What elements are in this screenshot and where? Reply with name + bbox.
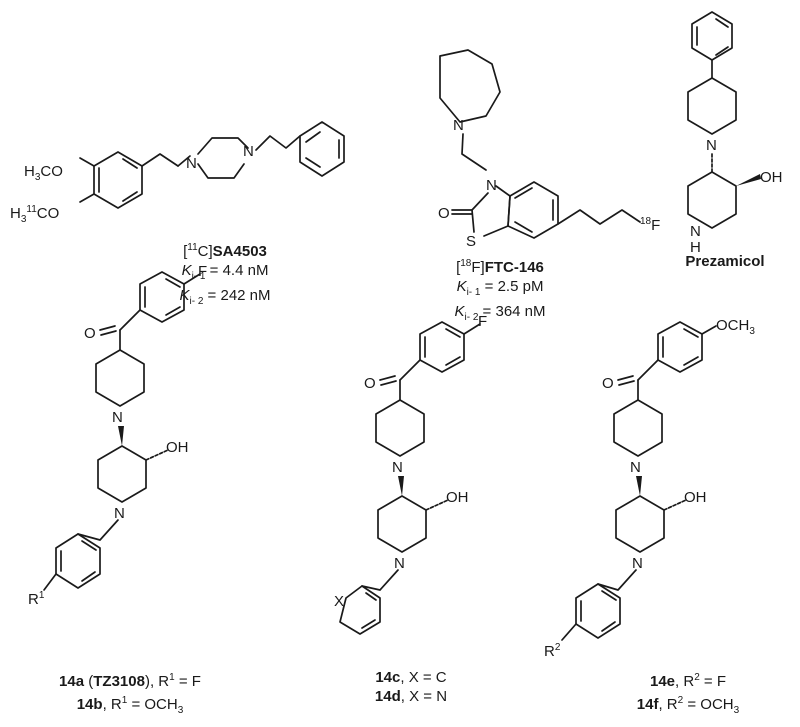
c14f-line: 14f, R2 = OCH3 [598, 691, 778, 720]
ftc146-structure: N N O S 18F [438, 50, 660, 250]
caption-14cd: 14c, X = C 14d, X = N [346, 668, 476, 706]
caption-prezamicol: Prezamicol [660, 252, 790, 271]
sa4503-structure: H3CO H311CO N N [10, 122, 344, 225]
compound-14ef-structure: OCH3 O N OH N R2 [544, 317, 755, 660]
caption-sa4503: [11C]SA4503 Ki- 1 = 4.4 nM Ki- 2 = 242… [150, 238, 300, 311]
c14ef-methoxy: OCH3 [716, 317, 755, 337]
sa4503-methoxy-label: H3CO [24, 163, 63, 183]
sa4503-ki2: Ki- 2 = 242 nM [150, 286, 300, 311]
c14a-line: 14a (TZ3108), R1 = F [20, 668, 240, 691]
c14ab-piperidine-n: N [112, 409, 123, 426]
compound-14cd-structure: F O N OH N X [334, 313, 487, 634]
c14c-line: 14c, X = C [346, 668, 476, 687]
ftc146-ki2: Ki- 2 = 364 nM [425, 302, 575, 327]
compound-14ab-structure: F O N OH N R1 [28, 263, 207, 608]
caption-ftc146: [18F]FTC-146 Ki- 1 = 2.5 pM Ki- 2 = 36… [425, 254, 575, 327]
c14e-line: 14e, R2 = F [598, 668, 778, 691]
ftc146-ki1: Ki- 1 = 2.5 pM [425, 277, 575, 302]
c14ef-carbonyl-o: O [602, 375, 614, 392]
caption-14ab: 14a (TZ3108), R1 = F 14b, R1 = OCH3 [20, 668, 240, 720]
c14cd-piperidine-n: N [392, 459, 403, 476]
ftc146-name: [18F]FTC-146 [425, 254, 575, 277]
c14ab-hydroxyl: OH [166, 439, 189, 456]
c14cd-carbonyl-o: O [364, 375, 376, 392]
prezamicol-hydroxyl: OH [760, 169, 783, 186]
sa4503-name: [11C]SA4503 [150, 238, 300, 261]
c14ef-ring-n: N [632, 555, 643, 572]
c14d-line: 14d, X = N [346, 687, 476, 706]
c14ab-ring-n: N [114, 505, 125, 522]
sa4503-piperazine-n4: N [243, 143, 254, 160]
c14cd-hydroxyl: OH [446, 489, 469, 506]
ftc146-ring-n: N [486, 177, 497, 194]
c14ab-carbonyl-o: O [84, 325, 96, 342]
prezamicol-nh-n: N [690, 223, 701, 240]
c14ef-hydroxyl: OH [684, 489, 707, 506]
c14cd-x-label: X [334, 593, 344, 610]
ftc146-azepane-n: N [453, 117, 464, 134]
prezamicol-name: Prezamicol [685, 253, 764, 270]
c14cd-ring-n: N [394, 555, 405, 572]
c14ef-piperidine-n: N [630, 459, 641, 476]
sa4503-piperazine-n1: N [186, 155, 197, 172]
c14ef-r2-label: R2 [544, 642, 561, 660]
prezamicol-structure: N OH N H [688, 12, 783, 256]
ftc146-carbonyl-o: O [438, 205, 450, 222]
ftc146-f18-label: 18F [640, 216, 660, 234]
c14ab-r1-label: R1 [28, 590, 45, 608]
ftc146-ring-s: S [466, 233, 476, 250]
c14b-line: 14b, R1 = OCH3 [20, 691, 240, 720]
sa4503-ki1: Ki- 1 = 4.4 nM [150, 261, 300, 286]
prezamicol-piperidine-n: N [706, 137, 717, 154]
sa4503-c11-methoxy-label: H311CO [10, 204, 59, 225]
caption-14ef: 14e, R2 = F 14f, R2 = OCH3 [598, 668, 778, 720]
